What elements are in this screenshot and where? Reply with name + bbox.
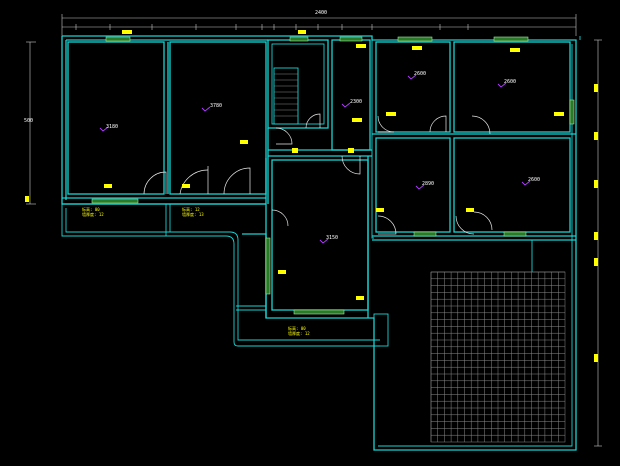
corridor-outline bbox=[61, 204, 389, 347]
note-1-line2: 墙厚度: 12 bbox=[82, 211, 104, 217]
annotation-tags bbox=[104, 30, 564, 300]
room-area-r2: 3780 bbox=[210, 103, 222, 109]
room-center-lower bbox=[265, 156, 369, 318]
left-dimension-chain: 500 bbox=[24, 41, 36, 205]
note-2-line1: 标高: 12 bbox=[182, 206, 200, 212]
room-right-top-2 bbox=[453, 41, 571, 133]
room-right-top-1 bbox=[375, 41, 451, 133]
room-area-r4: 2600 bbox=[414, 71, 426, 77]
note-3: 标高: 00 墙厚度: 12 bbox=[288, 325, 310, 336]
room-area-r6: 2890 bbox=[422, 181, 434, 187]
area-mark-r7: 2600 bbox=[521, 177, 540, 186]
area-mark-r4: 2600 bbox=[407, 71, 426, 80]
room-area-r7: 2600 bbox=[528, 177, 540, 183]
room-left-2 bbox=[169, 41, 267, 195]
room-area-r1: 3180 bbox=[106, 124, 118, 130]
note-2-line2: 墙厚度: 13 bbox=[182, 211, 204, 217]
room-area-r8: 3150 bbox=[326, 235, 338, 241]
note-2: 标高: 12 墙厚度: 13 bbox=[182, 206, 204, 217]
note-1: 标高: 00 墙厚度: 12 bbox=[82, 206, 104, 217]
area-mark-r2: 3780 bbox=[201, 103, 222, 112]
room-area-r5: 2600 bbox=[504, 79, 516, 85]
area-mark-r5: 2600 bbox=[497, 79, 516, 88]
exterior-walls bbox=[61, 35, 581, 451]
tile-grid-area bbox=[430, 271, 566, 443]
left-dimension-label: 500 bbox=[24, 118, 33, 124]
top-dimension-chain: 2400 bbox=[61, 10, 577, 36]
room-area-labels: 3180 3780 2300 2600 2600 2890 2600 3150 bbox=[99, 71, 540, 244]
right-dimension-chain bbox=[594, 39, 602, 447]
area-mark-r3: 2300 bbox=[341, 99, 362, 108]
overall-dimension-label: 2400 bbox=[315, 10, 327, 16]
windows bbox=[91, 36, 575, 315]
area-mark-r1: 3180 bbox=[99, 124, 118, 132]
note-1-line1: 标高: 00 bbox=[82, 206, 100, 212]
room-area-r3: 2300 bbox=[350, 99, 362, 105]
room-right-mid-1 bbox=[375, 137, 451, 233]
area-mark-r8: 3150 bbox=[319, 235, 338, 244]
note-3-line1: 标高: 00 bbox=[288, 325, 306, 331]
room-right-mid-2 bbox=[453, 137, 571, 233]
note-3-line2: 墙厚度: 12 bbox=[288, 330, 310, 336]
doors bbox=[143, 113, 493, 235]
room-left-1 bbox=[67, 41, 169, 195]
area-mark-r6: 2890 bbox=[415, 181, 434, 190]
